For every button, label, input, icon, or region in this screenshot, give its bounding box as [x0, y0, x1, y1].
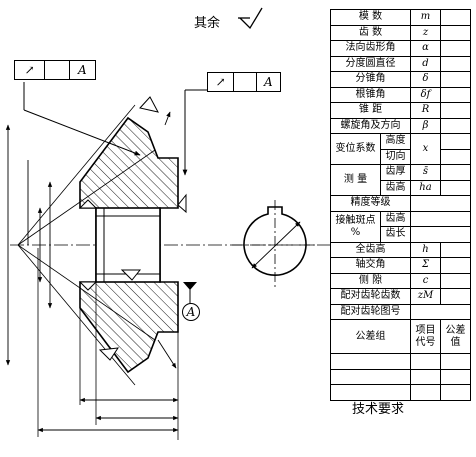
runout-arrow-icon: ↗ [15, 61, 46, 79]
tech-requirements-label: 技术要求 [352, 402, 405, 417]
cone-apex-line-lower [17, 244, 136, 386]
table-row: 公差组项目 代号公差 值 [330, 319, 471, 354]
table-row: 精度等级 [330, 195, 471, 212]
tolerance-value-cell [234, 73, 257, 91]
table-row: 齿长 [331, 226, 471, 243]
runout-frame-left: ↗ A [14, 60, 96, 80]
datum-ref-cell: A [77, 63, 87, 77]
datum-ref-cell: A [264, 75, 273, 89]
table-row: 接触斑点 %齿高 [330, 210, 471, 243]
runout-frame-right: ↗ A [207, 72, 281, 92]
table-row [330, 368, 471, 385]
remark-label: 其余 [194, 16, 221, 31]
table-row [330, 353, 471, 370]
gear-section [78, 116, 179, 374]
cone-apex-line-upper [17, 104, 136, 246]
tolerance-value-cell [45, 61, 70, 79]
roughness-symbol-icon [238, 7, 263, 30]
runout-arrow-icon: ↗ [208, 73, 235, 91]
table-row: 切向 [331, 148, 471, 165]
hub-end-view [232, 200, 318, 290]
table-row: 配对齿轮图号 [330, 303, 471, 320]
datum-a-label: A [182, 303, 200, 321]
table-row [330, 384, 471, 401]
